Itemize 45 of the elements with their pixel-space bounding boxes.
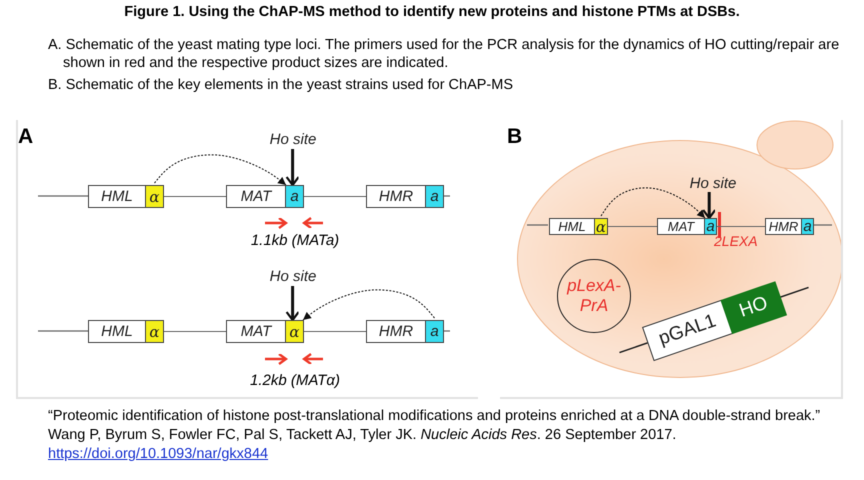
dashed-arrow <box>302 289 435 320</box>
gene-box: HO <box>720 281 788 334</box>
doi-link: https://doi.org/10.1093/nar/gkx844 <box>48 446 268 462</box>
chromosome-line <box>304 331 366 332</box>
citation-text: “Proteomic identification of histone post-translational modifications and proteins enriched at a DNA double-strand break.” Wang P, Byrum S, Fowler FC, Pal S, Tackett AJ, Tyler JK. Nucleic Acids Res. 26 September 2017. https://doi.org/10.1093/nar/gkx844 <box>48 407 822 464</box>
product-size-label: 1.2kb (MATα) <box>249 372 341 391</box>
locus-box: HMR <box>765 218 802 235</box>
locus-box: MAT <box>226 185 286 208</box>
dashed-arrow <box>600 187 706 218</box>
allele-box: α <box>594 218 608 235</box>
site-label: Ho site <box>257 129 329 149</box>
figure-legend-text: B. Schematic of the key elements in the yeast strains used for ChAP-MS <box>48 76 514 94</box>
allele-box: a <box>704 218 717 235</box>
plasmid-circle: pLexA- PrA <box>557 259 631 333</box>
allele-box: a <box>801 218 814 235</box>
panel-letter: B <box>507 124 522 150</box>
arrow <box>286 286 300 322</box>
figure-legend-text: A. Schematic of the yeast mating type loci. The primers used for the PCR analysis for the dynamics of HO cutting/repair are shown in red and the respective product sizes are indicated. <box>48 36 840 72</box>
site-label: 2LEXA <box>714 233 758 250</box>
site-label: Ho site <box>680 174 746 192</box>
locus-box: HMR <box>366 320 426 343</box>
locus-box: MAT <box>226 320 286 343</box>
allele-box: a <box>425 185 444 208</box>
chromosome-line <box>164 331 226 332</box>
arrow <box>286 149 300 186</box>
arrow <box>702 192 716 220</box>
chromosome-line <box>608 226 658 227</box>
chromosome-line <box>164 196 226 197</box>
locus-box: HML <box>88 320 146 343</box>
locus-box: HMR <box>366 185 426 208</box>
allele-box: α <box>145 320 164 343</box>
chromosome-line <box>304 196 366 197</box>
allele-box: a <box>425 320 444 343</box>
figure-title: Figure 1. Using the ChAP-MS method to identify new proteins and histone PTMs at DSBs. <box>123 4 741 20</box>
allele-box: a <box>285 185 304 208</box>
product-size-label: 1.1kb (MATa) <box>250 232 340 251</box>
locus-box: HML <box>549 218 595 235</box>
dashed-arrow <box>154 154 286 186</box>
allele-box: α <box>145 185 164 208</box>
chromosome-line <box>716 226 766 227</box>
allele-box: α <box>285 320 304 343</box>
locus-box: MAT <box>657 218 705 235</box>
panel-letter: A <box>18 124 34 150</box>
site-label: Ho site <box>257 266 329 286</box>
locus-box: HML <box>88 185 146 208</box>
